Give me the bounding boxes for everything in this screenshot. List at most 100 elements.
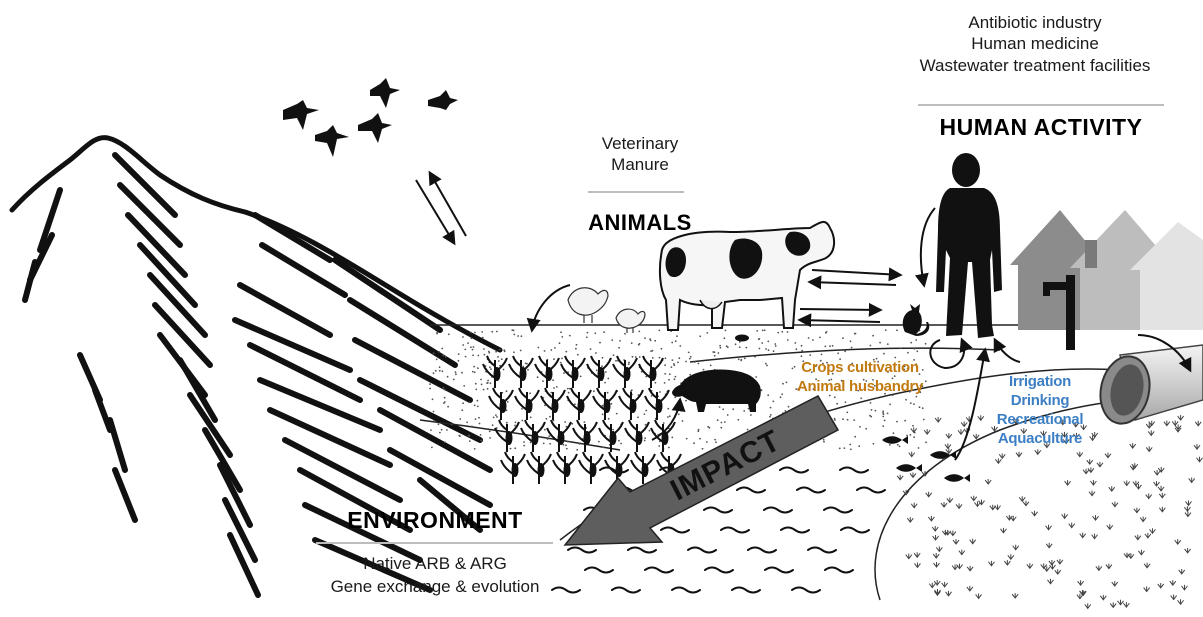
soil-dot <box>608 418 610 420</box>
soil-dot <box>727 414 729 416</box>
soil-dot <box>438 351 440 353</box>
soil-dot <box>447 376 449 378</box>
soil-dot <box>577 354 579 356</box>
source-antibiotic-industry: Antibiotic industry <box>870 12 1200 33</box>
soil-dot <box>628 362 630 364</box>
soil-dot <box>567 441 569 443</box>
grass-tuft <box>1158 583 1164 588</box>
soil-dot <box>767 341 769 343</box>
soil-dot <box>686 438 688 440</box>
soil-dot <box>631 342 633 344</box>
grass-tuft <box>958 429 964 434</box>
soil-dot <box>563 372 565 374</box>
soil-dot <box>620 443 622 445</box>
soil-dot <box>455 373 457 375</box>
mountain-stroke <box>260 380 380 430</box>
soil-dot <box>504 351 506 353</box>
source-human-medicine: Human medicine <box>870 33 1200 54</box>
soil-dot <box>638 331 640 333</box>
soil-dot <box>433 372 435 374</box>
wave <box>585 568 613 573</box>
soil-dot <box>669 415 671 417</box>
soil-dot <box>916 350 918 352</box>
grass-tuft <box>1185 548 1191 553</box>
soil-dot <box>913 436 915 438</box>
grass-tuft <box>1148 430 1154 435</box>
grass-tuft <box>1159 493 1165 498</box>
soil-dot <box>447 406 449 408</box>
soil-dot <box>492 424 494 426</box>
soil-dot <box>722 408 724 410</box>
mountain-stroke <box>95 390 110 430</box>
soil-dot <box>801 355 803 357</box>
soil-dot <box>879 342 881 344</box>
soil-dot <box>720 427 722 429</box>
grass-tuft <box>1195 421 1201 426</box>
soil-dot <box>724 337 726 339</box>
soil-dot <box>523 441 525 443</box>
soil-dot <box>922 407 924 409</box>
grass-tuft <box>1179 569 1185 574</box>
source-native-arb-arg: Native ARB & ARG <box>290 552 580 575</box>
grass-tuft <box>1154 470 1160 475</box>
soil-dot <box>510 448 512 450</box>
corn-plant <box>515 388 539 420</box>
grass-tuft <box>1047 579 1053 584</box>
grass-tuft <box>1144 587 1150 592</box>
soil-dot <box>721 422 723 424</box>
grass-tuft <box>1158 486 1164 491</box>
soil-dot <box>458 435 460 437</box>
soil-dot <box>759 348 761 350</box>
grass-tuft <box>1130 443 1136 448</box>
grass-tuft <box>1046 525 1052 530</box>
soil-dot <box>872 335 874 337</box>
wave <box>765 568 793 573</box>
soil-dot <box>481 384 483 386</box>
soil-dot <box>631 389 633 391</box>
grass-tuft <box>1185 512 1191 517</box>
soil-dot <box>482 337 484 339</box>
soil-dot <box>675 376 677 378</box>
soil-dot <box>576 344 578 346</box>
grass-tuft <box>1135 535 1141 540</box>
soil-dot <box>854 333 856 335</box>
grass-tuft <box>1124 553 1130 558</box>
soil-dot <box>658 330 660 332</box>
soil-dot <box>615 360 617 362</box>
soil-dot <box>668 447 670 449</box>
soil-dot <box>664 382 666 384</box>
soil-dot <box>844 351 846 353</box>
soil-dot <box>488 352 490 354</box>
soil-dot <box>859 426 861 428</box>
soil-dot <box>550 349 552 351</box>
grass-tuft <box>1149 528 1155 533</box>
wave <box>661 528 689 533</box>
soil-dot <box>547 438 549 440</box>
grass-tuft <box>1112 502 1118 507</box>
soil-dot <box>461 409 463 411</box>
soil-dot <box>432 398 434 400</box>
soil-dot <box>912 425 914 427</box>
soil-dot <box>553 358 555 360</box>
agriculture-husbandry: Animal husbandry <box>785 377 935 396</box>
soil-dot <box>498 360 500 362</box>
grass-tuft <box>967 566 973 571</box>
soil-dot <box>884 420 886 422</box>
soil-dot <box>845 401 847 403</box>
soil-dot <box>673 363 675 365</box>
soil-dot <box>906 435 908 437</box>
soil-dot <box>889 403 891 405</box>
soil-dot <box>467 342 469 344</box>
soil-dot <box>601 365 603 367</box>
soil-dot <box>645 410 647 412</box>
soil-dot <box>430 429 432 431</box>
soil-dot <box>514 425 516 427</box>
animals-header: ANIMALS <box>550 210 730 236</box>
soil-dot <box>823 441 825 443</box>
mountain-stroke <box>335 260 440 330</box>
soil-dot <box>834 396 836 398</box>
soil-dot <box>698 429 700 431</box>
soil-dot <box>847 419 849 421</box>
corn-plant <box>527 452 551 484</box>
soil-dot <box>470 332 472 334</box>
